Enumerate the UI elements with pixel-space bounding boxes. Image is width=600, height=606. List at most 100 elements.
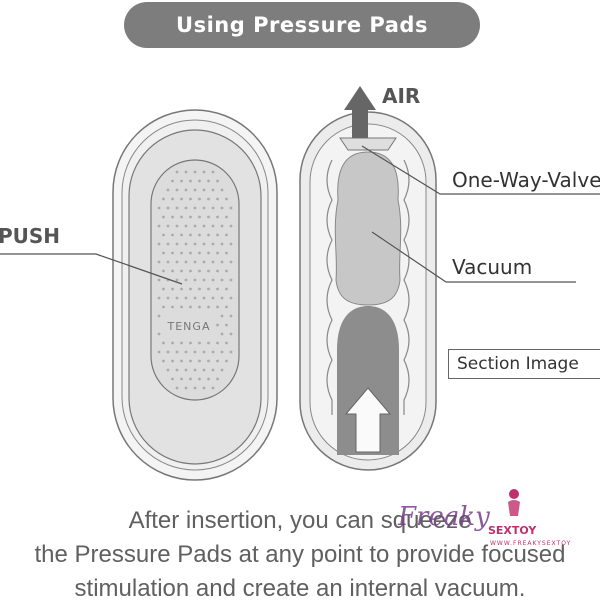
pad-dot bbox=[162, 341, 165, 345]
pad-dot bbox=[211, 170, 215, 174]
pad-dot bbox=[157, 278, 161, 282]
pad-dot bbox=[202, 260, 206, 264]
label-one-way-valve: One-Way-Valve bbox=[452, 168, 600, 192]
pad-dot bbox=[189, 341, 192, 345]
pad-dot bbox=[229, 242, 233, 246]
pad-dot bbox=[180, 197, 183, 201]
device-section bbox=[299, 86, 437, 471]
pad-dot bbox=[220, 350, 224, 354]
air-arrow bbox=[344, 86, 376, 138]
pad-dot bbox=[229, 350, 233, 354]
pad-dot bbox=[216, 305, 219, 309]
pad-dot bbox=[171, 251, 174, 255]
pad-dot bbox=[171, 179, 174, 183]
pad-dot bbox=[184, 386, 188, 390]
section-channel-right bbox=[403, 159, 410, 415]
pad-dot bbox=[202, 386, 206, 390]
pad-dot bbox=[193, 368, 197, 372]
pad-dot bbox=[157, 260, 161, 264]
watermark-sub: SEXTOY bbox=[488, 524, 537, 537]
pad-dot bbox=[220, 242, 224, 246]
pad-dot bbox=[202, 206, 206, 210]
pad-dot bbox=[175, 188, 179, 192]
pad-dot bbox=[180, 305, 183, 309]
pad-dot bbox=[193, 188, 197, 192]
pad-dot bbox=[157, 224, 161, 228]
pad-dot bbox=[229, 278, 233, 282]
pad-dot bbox=[198, 341, 201, 345]
pad-dot bbox=[207, 269, 210, 273]
pad-dot bbox=[162, 215, 165, 219]
pad-dot bbox=[211, 242, 215, 246]
pad-dot bbox=[175, 260, 179, 264]
pad-dot bbox=[202, 242, 206, 246]
pad-dot bbox=[171, 269, 174, 273]
pad-dot bbox=[202, 368, 206, 372]
title-banner: Using Pressure Pads bbox=[124, 2, 480, 48]
pad-dot bbox=[207, 341, 210, 345]
caption-line-3: stimulation and create an internal vacuu… bbox=[74, 575, 526, 602]
label-push: PUSH bbox=[0, 224, 61, 248]
pad-dot bbox=[162, 269, 165, 273]
pad-dot bbox=[225, 197, 228, 201]
device-logo: TENGA bbox=[167, 320, 211, 333]
pad-dot bbox=[184, 224, 188, 228]
pad-dot bbox=[202, 188, 206, 192]
pad-dot bbox=[207, 359, 210, 363]
valve-leader-line bbox=[361, 145, 600, 195]
pad-dot bbox=[180, 269, 183, 273]
pad-dot bbox=[166, 242, 170, 246]
pad-dot bbox=[207, 287, 210, 291]
label-air: AIR bbox=[382, 84, 421, 108]
pad-dot bbox=[166, 206, 170, 210]
watermark-small: WWW.FREAKYSEXTOY bbox=[490, 540, 572, 547]
pad-dot bbox=[211, 188, 215, 192]
pad-dot bbox=[216, 179, 219, 183]
pad-dot bbox=[162, 359, 165, 363]
pad-dot bbox=[216, 215, 219, 219]
caption-line-2: the Pressure Pads at any point to provid… bbox=[34, 541, 566, 568]
pad-dot bbox=[175, 206, 179, 210]
pad-dot bbox=[175, 350, 179, 354]
pad-dot bbox=[171, 359, 174, 363]
pad-dot bbox=[211, 296, 215, 300]
pad-dot bbox=[175, 170, 179, 174]
push-leader-line bbox=[0, 253, 183, 285]
pad-dot bbox=[216, 251, 219, 255]
pad-dot bbox=[184, 278, 188, 282]
pad-dot bbox=[211, 206, 215, 210]
pad-dot bbox=[211, 368, 215, 372]
pad-dot bbox=[189, 251, 192, 255]
pad-dot bbox=[198, 359, 201, 363]
pad-dot bbox=[198, 377, 201, 381]
pad-dot bbox=[211, 278, 215, 282]
pad-dot bbox=[180, 179, 183, 183]
pad-dot bbox=[180, 233, 183, 237]
pad-dot bbox=[157, 332, 161, 336]
pad-dot bbox=[193, 260, 197, 264]
pad-dot bbox=[225, 305, 228, 309]
pad-dot bbox=[220, 314, 224, 318]
pad-dot bbox=[229, 332, 233, 336]
pad-dot bbox=[220, 368, 224, 372]
pad-dot bbox=[216, 197, 219, 201]
page-title: Using Pressure Pads bbox=[176, 13, 428, 37]
pad-dot bbox=[225, 287, 228, 291]
pad-dot bbox=[189, 359, 192, 363]
pad-dot bbox=[162, 197, 165, 201]
pad-dot bbox=[180, 251, 183, 255]
pad-dot bbox=[220, 260, 224, 264]
pressure-pad-dots bbox=[157, 170, 233, 390]
pad-dot bbox=[193, 296, 197, 300]
pad-dot bbox=[220, 188, 224, 192]
vacuum-chamber bbox=[334, 151, 402, 306]
pad-dot bbox=[184, 206, 188, 210]
pad-dot bbox=[175, 296, 179, 300]
pad-dot bbox=[184, 350, 188, 354]
pad-dot bbox=[189, 305, 192, 309]
pad-dot bbox=[193, 206, 197, 210]
pad-dot bbox=[216, 377, 219, 381]
pad-dot bbox=[229, 260, 233, 264]
pad-dot bbox=[198, 233, 201, 237]
